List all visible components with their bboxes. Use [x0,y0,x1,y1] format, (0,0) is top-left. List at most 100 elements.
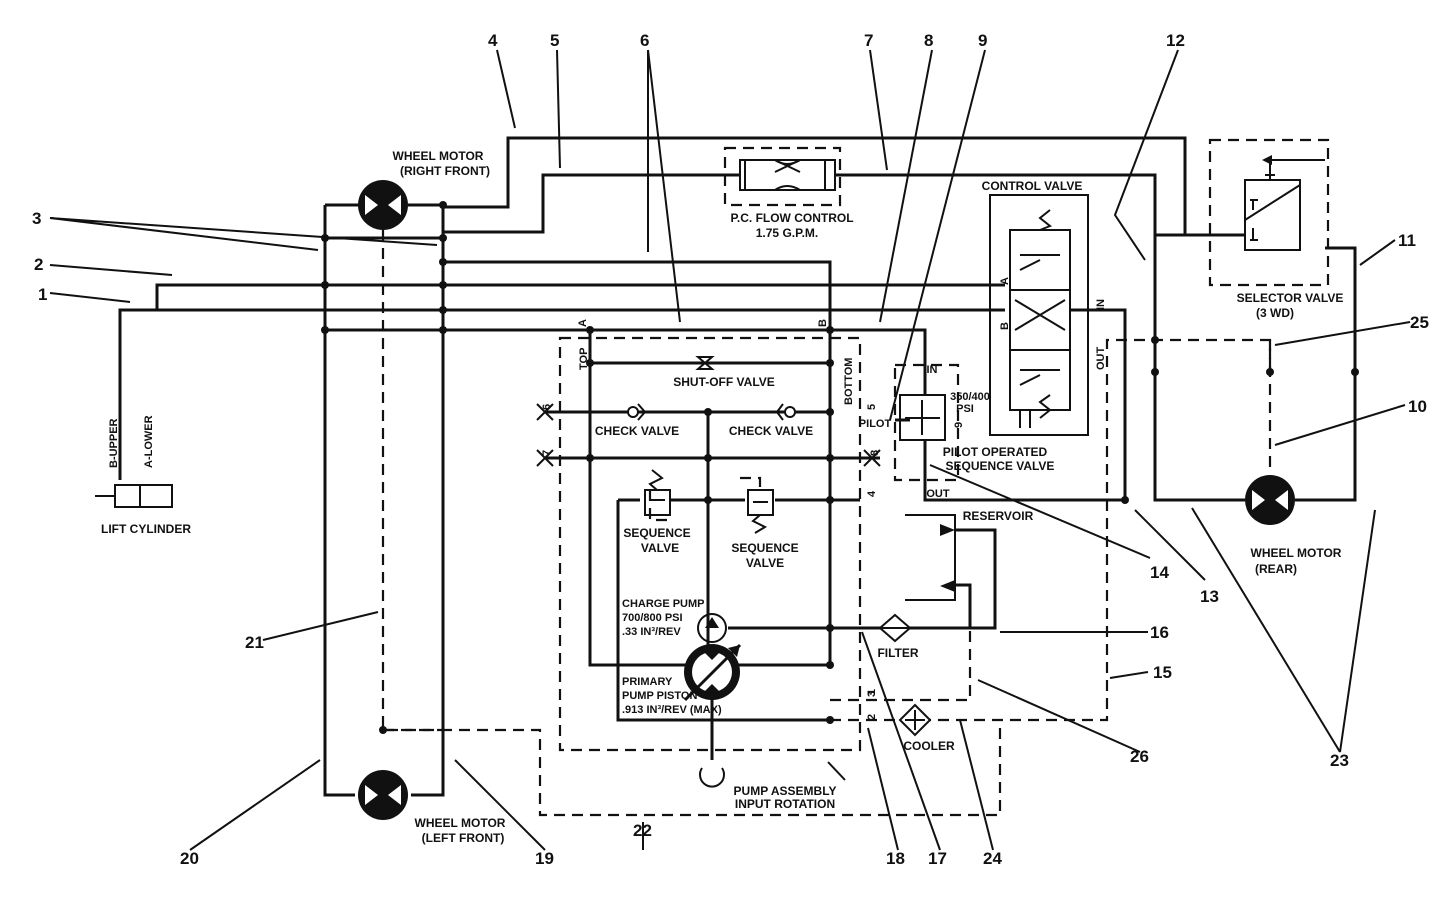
cv-out-label: OUT [1095,347,1107,371]
check-valve-left-label: CHECK VALVE [595,424,679,438]
b-upper-label: B-UPPER [108,418,120,468]
a-lower-label: A-LOWER [143,415,155,468]
sequence-valve-left-symbol [644,469,671,516]
callout-19: 19 [535,849,554,868]
shut-off-valve-label: SHUT-OFF VALVE [673,375,775,389]
bottom-label: BOTTOM [843,358,855,405]
port-7-label: 7 [541,450,553,456]
wheel-motor-right-front-label-1: WHEEL MOTOR [393,149,484,163]
pump-assembly-label-1: PUMP ASSEMBLY [734,784,837,798]
charge-pump-label-2: 700/800 PSI [622,612,683,624]
callout-14: 14 [1150,563,1169,582]
callout-26: 26 [1130,747,1149,766]
callout-10: 10 [1408,397,1427,416]
pressure-label-1: 350/400 [950,391,990,403]
port-b-label: B [817,319,829,327]
leader-lines [49,49,1411,851]
port-9-label: 9 [953,422,965,428]
port-2-label: 2 [866,714,878,720]
cooler-label: COOLER [903,739,955,753]
selector-valve-label-1: SELECTOR VALVE [1237,291,1344,305]
callout-11: 11 [1398,231,1416,250]
callout-21: 21 [245,633,264,652]
callout-16: 16 [1150,623,1169,642]
callout-1: 1 [38,285,47,304]
selector-valve-symbol [1244,155,1325,251]
sequence-valve-left-label-2: VALVE [641,541,679,555]
check-valves [627,403,796,421]
callout-13: 13 [1200,587,1219,606]
solid-lines [118,136,1357,797]
reservoir-symbol [905,514,956,601]
cooler-symbol [898,703,932,737]
callout-15: 15 [1153,663,1172,682]
charge-pump-label-1: CHARGE PUMP [622,598,705,610]
callout-4: 4 [488,31,498,50]
callout-17: 17 [928,849,947,868]
wheel-motor-left-front-label-2: (LEFT FRONT) [422,831,505,845]
sequence-valve-right-symbol [747,489,774,534]
port-4-label: 4 [866,490,878,497]
wheel-motor-left-front-label-1: WHEEL MOTOR [415,816,506,830]
wheel-motor-right-front-label-2: (RIGHT FRONT) [400,164,490,178]
sequence-valve-left-label-1: SEQUENCE [623,526,690,540]
port-6-label: 6 [541,404,553,410]
top-label: TOP [578,348,590,370]
flow-control-label-1: P.C. FLOW CONTROL [730,211,853,225]
wheel-motor-rear [1245,475,1295,525]
lift-cylinder-symbol [95,484,173,508]
primary-pump-symbol [683,643,742,788]
pressure-label-2: PSI [956,403,974,415]
wheel-motor-rear-label-1: WHEEL MOTOR [1251,546,1342,560]
lift-cylinder-label: LIFT CYLINDER [101,522,191,536]
pump-assembly-label-2: INPUT ROTATION [735,797,835,811]
port-1-label: 1 [866,689,878,695]
callout-5: 5 [550,31,559,50]
primary-pump-label-3: .913 IN³/REV (MAX) [622,704,722,716]
charge-pump-symbol [697,613,727,643]
wheel-motor-rear-label-2: (REAR) [1255,562,1297,576]
port-a-label: A [577,319,589,327]
pilot-sequence-valve-label-2: SEQUENCE VALVE [946,459,1055,473]
dashed-lines [381,138,1330,817]
callout-25: 25 [1410,313,1429,332]
port-5-label: 5 [866,404,878,410]
pilot-in-label: IN [927,364,938,376]
control-valve-label: CONTROL VALVE [982,179,1083,193]
junction-dots [321,201,1359,734]
callout-8: 8 [924,31,933,50]
component-labels: WHEEL MOTOR (RIGHT FRONT) P.C. FLOW CONT… [101,149,1343,845]
port-plugs [536,403,881,467]
pilot-sequence-valve-label-1: PILOT OPERATED [943,445,1048,459]
callout-24: 24 [983,849,1002,868]
callout-2: 2 [34,255,43,274]
port-8-label: 8 [869,450,881,456]
wheel-motor-left-front [358,770,408,820]
sequence-valve-right-label-2: VALVE [746,556,784,570]
shut-off-valve-symbol [695,356,715,370]
callout-18: 18 [886,849,905,868]
pilot-out-label: OUT [926,488,950,500]
callout-6: 6 [640,31,649,50]
cv-a-label: A [999,277,1011,285]
cv-b-label: B [999,322,1011,330]
flow-control-label-2: 1.75 G.P.M. [756,226,818,240]
flow-control-symbol [739,159,836,191]
pilot-sequence-valve-symbol [899,394,946,441]
selector-valve-label-2: (3 WD) [1256,306,1294,320]
callout-9: 9 [978,31,987,50]
sequence-valve-right-label-1: SEQUENCE [731,541,798,555]
callout-22: 22 [633,821,652,840]
cv-in-label: IN [1095,299,1107,310]
primary-pump-label-2: PUMP PISTON [622,690,697,702]
callout-3: 3 [32,209,41,228]
callout-7: 7 [864,31,873,50]
callout-12: 12 [1166,31,1185,50]
filter-label: FILTER [877,646,918,660]
reservoir-label: RESERVOIR [963,509,1034,523]
callout-23: 23 [1330,751,1349,770]
charge-pump-label-3: .33 IN³/REV [622,626,681,638]
primary-pump-label-1: PRIMARY [622,676,673,688]
callout-20: 20 [180,849,199,868]
